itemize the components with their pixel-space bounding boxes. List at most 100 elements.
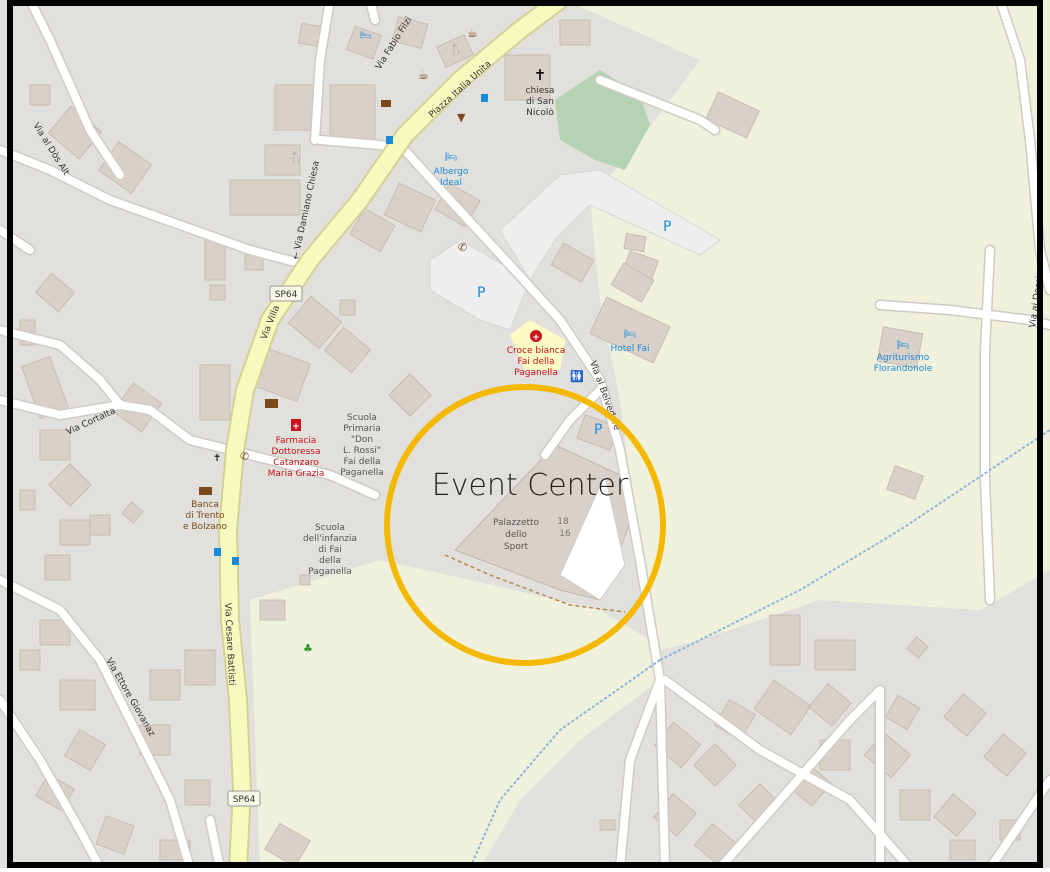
poi-scuola-primaria[interactable]: Scuola Primaria "Don L. Rossi" Fai della… bbox=[340, 413, 384, 478]
svg-text:Fai della: Fai della bbox=[344, 457, 381, 467]
cafe-icon: ☕ bbox=[467, 26, 478, 40]
building bbox=[346, 25, 382, 60]
meadow-area bbox=[565, 0, 1050, 650]
poi-palazzetto-dello-sport[interactable]: Palazzetto dello Sport 18 16 bbox=[493, 517, 571, 552]
svg-text:Paganella: Paganella bbox=[308, 567, 352, 577]
telephone-icon: ✆ bbox=[240, 450, 249, 463]
svg-text:di San: di San bbox=[526, 97, 554, 107]
minor-road[interactable] bbox=[596, 76, 719, 134]
building bbox=[550, 242, 595, 283]
poi-hotel-fai[interactable]: 🛏 Hotel Fai bbox=[610, 329, 649, 354]
minor-road[interactable] bbox=[996, 0, 1050, 294]
svg-text:Catanzaro: Catanzaro bbox=[273, 458, 319, 468]
building bbox=[264, 822, 311, 868]
poi-scuola-infanzia[interactable]: Scuola dell'infanzia di Fai della Pagane… bbox=[303, 523, 357, 577]
building bbox=[199, 364, 231, 421]
minor-road[interactable] bbox=[226, 446, 379, 499]
svg-text:L. Rossi": L. Rossi" bbox=[343, 446, 381, 456]
minor-road[interactable] bbox=[716, 686, 884, 872]
svg-text:della: della bbox=[319, 556, 341, 566]
svg-text:di Fai: di Fai bbox=[318, 545, 341, 555]
bus-stop-icon[interactable] bbox=[386, 136, 393, 144]
minor-road[interactable] bbox=[981, 246, 994, 604]
bus-stop-icon[interactable] bbox=[214, 548, 221, 556]
toilets-icon: 🚻 bbox=[570, 370, 584, 383]
minor-road[interactable] bbox=[0, 146, 299, 266]
building bbox=[504, 54, 551, 101]
svg-text:Ideal: Ideal bbox=[440, 178, 462, 188]
building bbox=[121, 501, 144, 524]
building bbox=[299, 574, 311, 586]
svg-text:+: + bbox=[532, 333, 540, 343]
event-center-highlight[interactable]: Event Center bbox=[384, 384, 666, 666]
building bbox=[59, 519, 91, 546]
parking-icon[interactable]: P bbox=[663, 219, 671, 235]
parking-area bbox=[429, 239, 531, 331]
building bbox=[323, 326, 372, 374]
svg-text:SP64: SP64 bbox=[233, 795, 256, 805]
minor-road[interactable] bbox=[616, 676, 664, 872]
svg-text:Albergo: Albergo bbox=[434, 167, 469, 177]
svg-text:Agriturismo: Agriturismo bbox=[877, 353, 930, 363]
building bbox=[899, 789, 931, 821]
building bbox=[274, 84, 316, 131]
svg-text:Fai della: Fai della bbox=[518, 357, 555, 367]
restaurant-icon: 🍴 bbox=[289, 150, 304, 164]
minor-road[interactable] bbox=[26, 0, 124, 179]
svg-text:"Don: "Don bbox=[351, 435, 373, 445]
poi-farmacia[interactable]: + Farmacia Dottoressa Catanzaro Maria Gr… bbox=[268, 419, 325, 479]
svg-text:Farmacia: Farmacia bbox=[276, 436, 317, 446]
building bbox=[906, 636, 929, 659]
sp64-fill bbox=[219, 0, 568, 872]
poi-croce-bianca[interactable]: + Croce bianca Fai della Paganella bbox=[507, 330, 566, 378]
primary-road-sp64[interactable] bbox=[217, 0, 570, 872]
building bbox=[599, 819, 616, 831]
svg-text:Croce bianca: Croce bianca bbox=[507, 346, 566, 356]
building bbox=[589, 296, 671, 364]
svg-text:di Trento: di Trento bbox=[185, 511, 225, 521]
svg-text:dello: dello bbox=[505, 530, 527, 540]
post-office-icon bbox=[265, 399, 278, 408]
minor-road[interactable] bbox=[396, 141, 669, 872]
bed-icon: 🛏 bbox=[360, 31, 371, 41]
building bbox=[339, 299, 356, 316]
minor-road[interactable] bbox=[206, 816, 224, 872]
cross-icon: ✝ bbox=[213, 453, 221, 464]
map-frame-border bbox=[7, 0, 1043, 868]
building bbox=[753, 679, 812, 736]
minor-road[interactable] bbox=[0, 326, 124, 409]
building bbox=[184, 649, 216, 686]
poi-albergo-ideal[interactable]: 🛏 Albergo Ideal bbox=[434, 152, 469, 188]
building bbox=[264, 144, 301, 176]
building bbox=[209, 284, 226, 301]
minor-road[interactable] bbox=[0, 396, 234, 454]
minor-road[interactable] bbox=[0, 696, 104, 872]
minor-road[interactable] bbox=[311, 0, 334, 144]
bus-stop-icon[interactable] bbox=[481, 94, 488, 102]
svg-text:Scuola: Scuola bbox=[315, 523, 345, 533]
building bbox=[391, 16, 429, 49]
building bbox=[808, 683, 852, 727]
poi-banca-di-trento[interactable]: Banca di Trento e Bolzano bbox=[183, 487, 228, 532]
building bbox=[59, 679, 96, 711]
croce-bianca-area bbox=[510, 320, 565, 370]
building bbox=[48, 463, 92, 507]
parking-icon[interactable]: P bbox=[477, 285, 485, 301]
poi-agriturismo-florandonole[interactable]: 🛏 Agriturismo Florandonole bbox=[874, 340, 933, 374]
svg-text:Banca: Banca bbox=[191, 500, 219, 510]
house-number: 16 bbox=[559, 529, 571, 539]
poi-chiesa-di-san-nicolo[interactable]: ✝ chiesa di San Nicolò bbox=[526, 66, 555, 118]
svg-text:chiesa: chiesa bbox=[526, 86, 555, 96]
minor-road[interactable] bbox=[0, 576, 194, 872]
minor-road[interactable] bbox=[0, 226, 34, 254]
svg-text:Palazzetto: Palazzetto bbox=[493, 518, 540, 528]
building bbox=[89, 514, 111, 536]
parking-icon[interactable]: P bbox=[594, 422, 602, 438]
house-number: 18 bbox=[557, 517, 569, 527]
building bbox=[287, 295, 343, 350]
building bbox=[623, 232, 647, 253]
bus-stop-icon[interactable] bbox=[232, 557, 239, 565]
